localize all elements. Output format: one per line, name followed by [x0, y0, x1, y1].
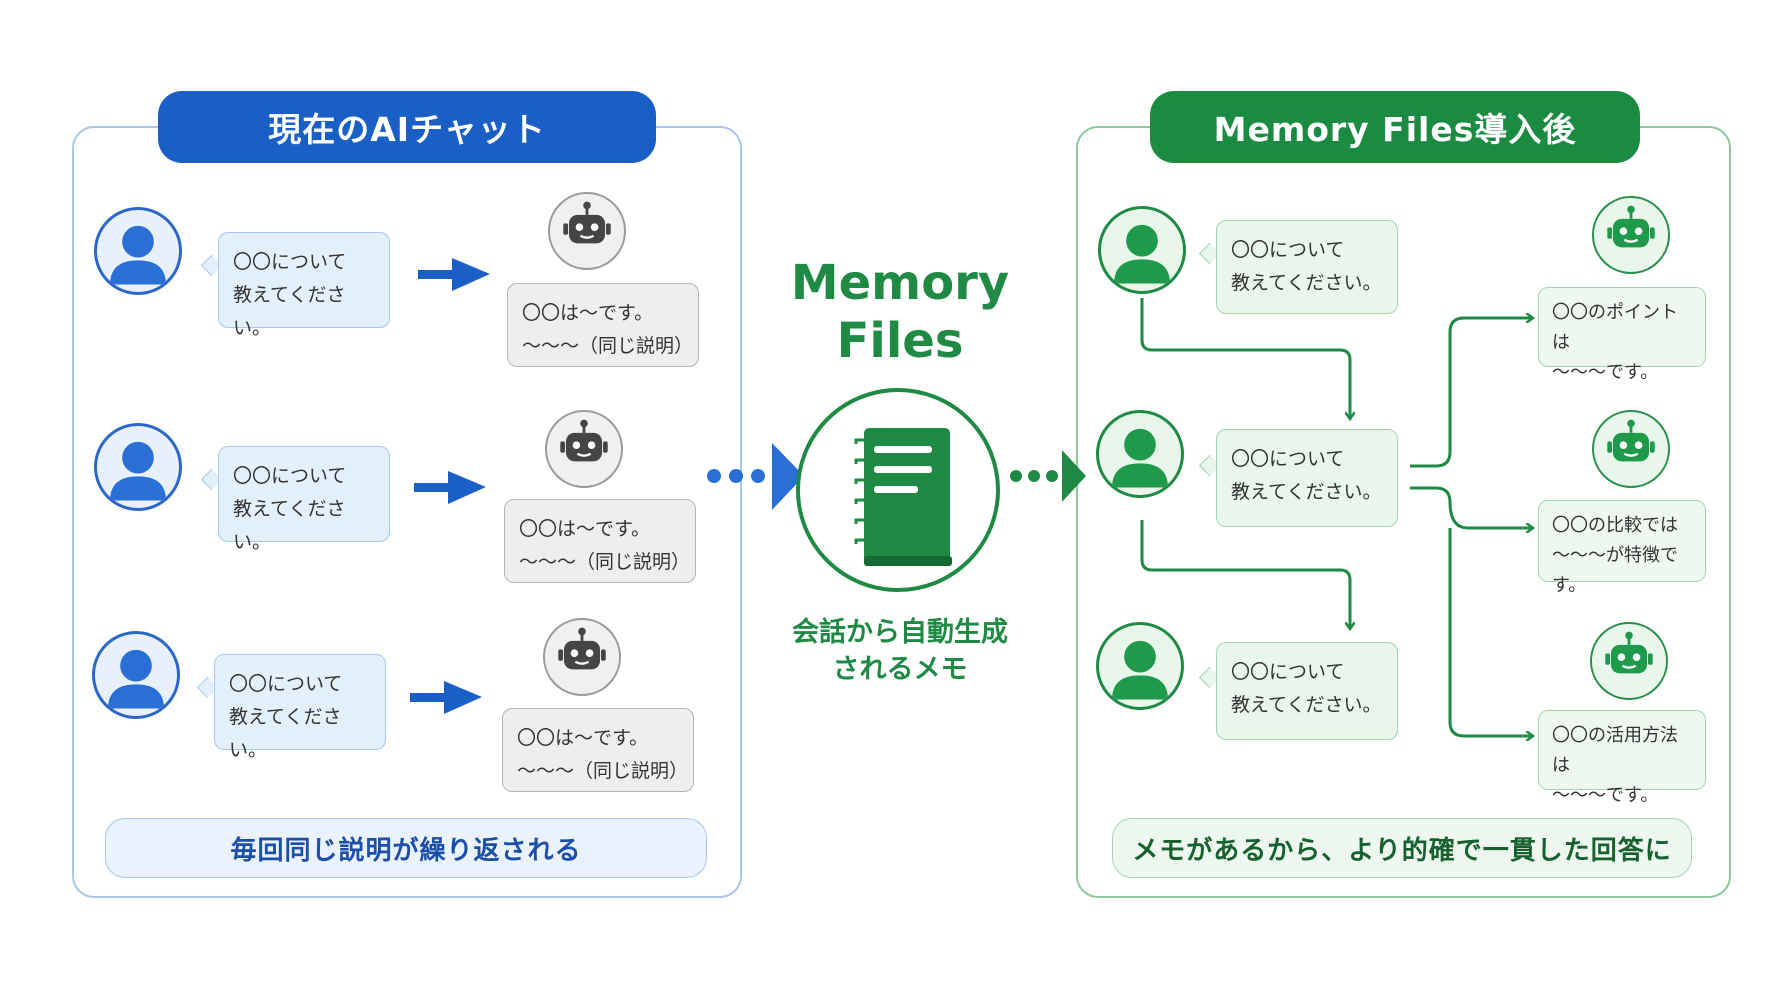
robot-icon — [1592, 410, 1670, 488]
user-question-bubble: 〇〇について 教えてください。 — [214, 654, 386, 761]
user-question-bubble: 〇〇について 教えてください。 — [218, 446, 390, 553]
current-chat-header: 現在のAIチャット — [158, 91, 656, 163]
bot-answer-bubble: 〇〇のポイントは 〜〜〜です。 — [1538, 287, 1706, 383]
memory-files-subtitle: 会話から自動生成 されるメモ — [792, 617, 1008, 685]
user-icon — [1096, 410, 1184, 498]
memory-files-summary: メモがあるから、より的確で一貫した回答に — [1112, 818, 1692, 878]
bot-answer-bubble: 〇〇は〜です。 〜〜〜（同じ説明） — [507, 283, 699, 367]
bot-answer-bubble: 〇〇の活用方法は 〜〜〜です。 — [1538, 710, 1706, 806]
robot-icon — [545, 410, 623, 488]
bot-answer-bubble: 〇〇の比較では 〜〜〜が特徴です。 — [1538, 500, 1706, 596]
robot-icon — [543, 618, 621, 696]
robot-icon — [1592, 196, 1670, 274]
bot-answer-bubble: 〇〇は〜です。 〜〜〜（同じ説明） — [504, 499, 696, 583]
user-icon — [94, 423, 182, 511]
memory-files-header: Memory Files導入後 — [1150, 91, 1640, 163]
memory-files-title: Memory Files — [790, 255, 1010, 369]
current-chat-summary: 毎回同じ説明が繰り返される — [105, 818, 707, 878]
user-icon — [1098, 206, 1186, 294]
robot-icon — [548, 192, 626, 270]
dotted-arrow-out-icon — [1010, 450, 1086, 502]
user-icon — [92, 631, 180, 719]
user-question-bubble: 〇〇について 教えてください。 — [1216, 429, 1398, 527]
user-question-bubble: 〇〇について 教えてください。 — [1216, 642, 1398, 740]
user-icon — [1096, 622, 1184, 710]
notebook-icon — [796, 388, 1000, 592]
user-question-bubble: 〇〇について 教えてください。 — [218, 232, 390, 339]
user-icon — [94, 207, 182, 295]
robot-icon — [1590, 622, 1668, 700]
bot-answer-bubble: 〇〇は〜です。 〜〜〜（同じ説明） — [502, 708, 694, 792]
user-question-bubble: 〇〇について 教えてください。 — [1216, 220, 1398, 314]
